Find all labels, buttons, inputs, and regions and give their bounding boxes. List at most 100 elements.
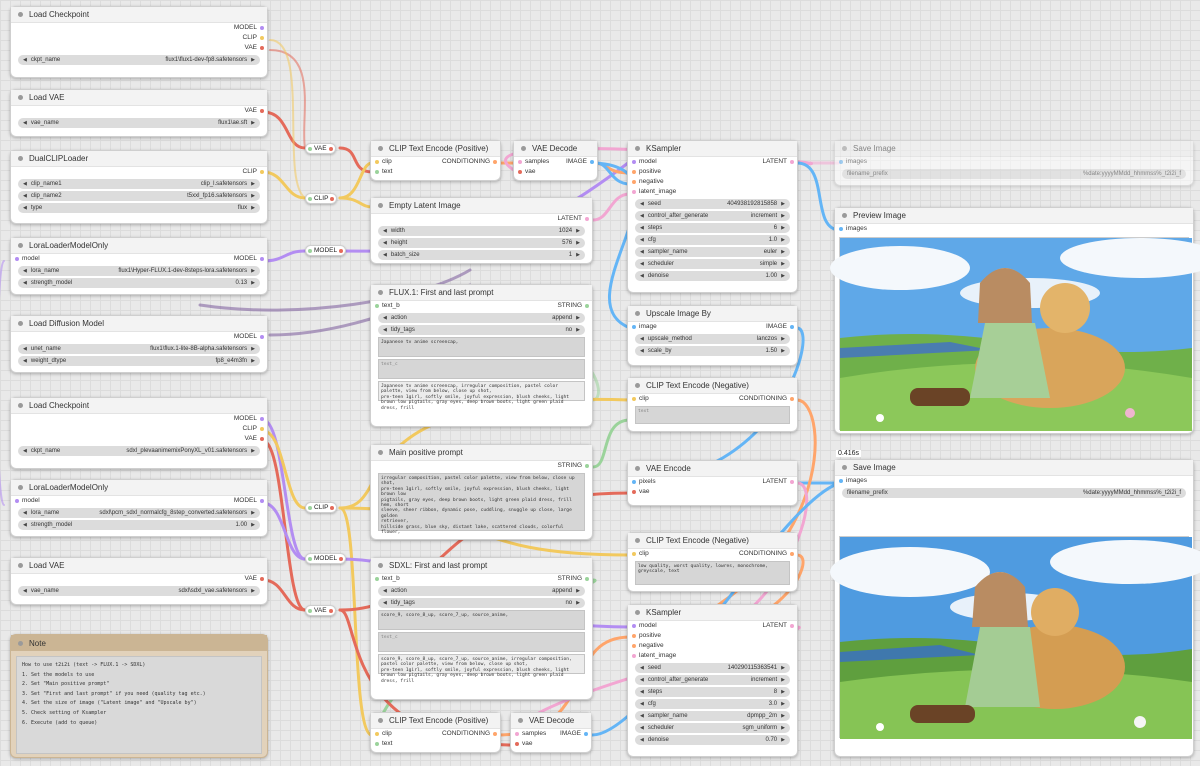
preview-textarea[interactable]: score_9, score_8_up, score_7_up, source_… — [378, 654, 585, 684]
arrow-right-icon[interactable]: ▶ — [781, 725, 785, 731]
collapse-dot-icon[interactable] — [18, 321, 23, 326]
output-vae[interactable]: VAE — [244, 575, 264, 582]
arrow-left-icon[interactable]: ◀ — [23, 510, 27, 516]
output-latent[interactable]: LATENT — [557, 215, 590, 222]
arrow-right-icon[interactable]: ▶ — [251, 346, 255, 352]
arrow-right-icon[interactable]: ▶ — [781, 701, 785, 707]
arrow-right-icon[interactable]: ▶ — [576, 600, 580, 606]
arrow-right-icon[interactable]: ▶ — [251, 448, 255, 454]
arrow-right-icon[interactable]: ▶ — [251, 205, 255, 211]
output-vae[interactable]: VAE — [244, 107, 264, 114]
negative-text-textarea[interactable]: text — [635, 406, 790, 424]
node-title[interactable]: Note — [11, 635, 267, 651]
collapse-dot-icon[interactable] — [635, 610, 640, 615]
node-title[interactable]: VAE Decode — [511, 713, 591, 729]
collapse-dot-icon[interactable] — [18, 485, 23, 490]
arrow-left-icon[interactable]: ◀ — [640, 237, 644, 243]
arrow-left-icon[interactable]: ◀ — [383, 600, 387, 606]
arrow-left-icon[interactable]: ◀ — [23, 358, 27, 364]
collapse-dot-icon[interactable] — [635, 311, 640, 316]
reroute-clip-1[interactable]: CLIP — [305, 193, 338, 204]
node-title[interactable]: VAE Encode — [628, 461, 797, 477]
output-clip[interactable]: CLIP — [242, 425, 265, 432]
node-title[interactable]: FLUX.1: First and last prompt — [371, 285, 592, 301]
arrow-left-icon[interactable]: ◀ — [23, 193, 27, 199]
arrow-left-icon[interactable]: ◀ — [23, 268, 27, 274]
arrow-left-icon[interactable]: ◀ — [640, 665, 644, 671]
node-title[interactable]: VAE Decode — [514, 141, 597, 157]
arrow-right-icon[interactable]: ▶ — [576, 240, 580, 246]
arrow-left-icon[interactable]: ◀ — [23, 181, 27, 187]
arrow-right-icon[interactable]: ▶ — [781, 677, 785, 683]
node-title[interactable]: CLIP Text Encode (Negative) — [628, 378, 797, 394]
text-a-textarea[interactable]: score_9, score_8_up, score_7_up, source_… — [378, 610, 585, 630]
save-image-node[interactable]: Save Image images filename_prefix%date:y… — [834, 140, 1194, 186]
reroute-vae-1[interactable]: VAE — [305, 143, 336, 154]
collapse-dot-icon[interactable] — [18, 156, 23, 161]
filename-prefix-input[interactable]: filename_prefix%date:yyyyMMdd_hhmmss%_t2… — [842, 169, 1186, 179]
filename-prefix-input[interactable]: filename_prefix%date:yyyyMMdd_hhmmss%_t2… — [842, 488, 1186, 498]
output-vae[interactable]: VAE — [244, 44, 264, 51]
input-latent-image[interactable]: latent_image — [628, 187, 797, 197]
arrow-right-icon[interactable]: ▶ — [251, 57, 255, 63]
node-title[interactable]: Load Checkpoint — [11, 7, 267, 23]
arrow-right-icon[interactable]: ▶ — [576, 228, 580, 234]
text-c-textarea[interactable]: text_c — [378, 359, 585, 379]
arrow-right-icon[interactable]: ▶ — [781, 201, 785, 207]
note-node[interactable]: Note How to use t2i2i (text -> FLUX.1 ->… — [10, 634, 268, 758]
input-images[interactable]: images — [835, 224, 1193, 234]
arrow-right-icon[interactable]: ▶ — [781, 737, 785, 743]
arrow-left-icon[interactable]: ◀ — [640, 737, 644, 743]
node-title[interactable]: Empty Latent Image — [371, 198, 592, 214]
arrow-right-icon[interactable]: ▶ — [781, 249, 785, 255]
arrow-right-icon[interactable]: ▶ — [251, 588, 255, 594]
node-title[interactable]: Upscale Image By — [628, 306, 797, 322]
node-title[interactable]: KSampler — [628, 141, 797, 157]
node-title[interactable]: SDXL: First and last prompt — [371, 558, 592, 574]
arrow-left-icon[interactable]: ◀ — [383, 252, 387, 258]
input-text[interactable]: text — [371, 739, 500, 749]
arrow-left-icon[interactable]: ◀ — [640, 261, 644, 267]
arrow-right-icon[interactable]: ▶ — [576, 327, 580, 333]
preview-image[interactable] — [830, 237, 1200, 431]
text-c-textarea[interactable]: text_c — [378, 632, 585, 652]
input-positive[interactable]: positive — [628, 631, 797, 641]
collapse-dot-icon[interactable] — [18, 640, 23, 646]
collapse-dot-icon[interactable] — [378, 146, 383, 151]
arrow-left-icon[interactable]: ◀ — [640, 725, 644, 731]
input-images[interactable]: images — [835, 476, 1193, 486]
arrow-right-icon[interactable]: ▶ — [251, 510, 255, 516]
collapse-dot-icon[interactable] — [18, 563, 23, 568]
